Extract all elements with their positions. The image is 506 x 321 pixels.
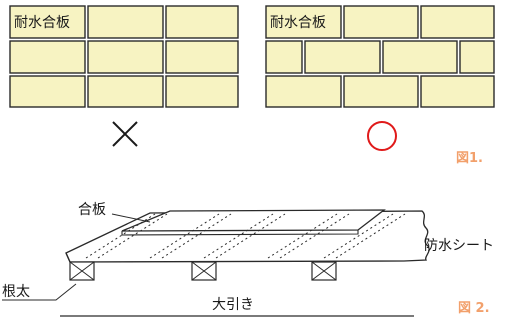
floor-section-diagram	[2, 209, 430, 317]
plywood-panel	[265, 75, 342, 108]
panel-grid-staggered: 耐水合板	[265, 5, 495, 108]
plywood-panel	[165, 40, 239, 74]
panel-label-left: 耐水合板	[14, 15, 70, 31]
plywood-panel	[382, 40, 458, 74]
panel-row-3	[265, 75, 495, 108]
plywood-panel	[265, 40, 303, 74]
plywood-panel	[343, 5, 419, 39]
joist-leader	[2, 283, 77, 301]
panel-grid-aligned: 耐水合板	[9, 5, 239, 108]
plywood-panel	[420, 75, 495, 108]
joist-label: 根太	[2, 284, 30, 300]
plywood-panel	[87, 75, 164, 108]
panel-row-2	[265, 40, 495, 74]
panel-row-1	[265, 5, 495, 39]
joist-1	[69, 261, 95, 281]
plywood-panel	[165, 75, 239, 108]
plywood-panel	[165, 5, 239, 39]
plywood-panel	[87, 5, 164, 39]
plywood-panel	[420, 5, 495, 39]
beam-label: 大引き	[212, 297, 254, 313]
joist-hidden-lines	[85, 213, 406, 259]
correct-mark-icon	[367, 121, 397, 151]
wrong-mark-icon	[112, 121, 138, 147]
plywood-leader	[111, 213, 151, 223]
plywood-panel	[459, 40, 495, 74]
panel-row-1	[9, 5, 239, 39]
waterproof-sheet-label: 防水シート	[424, 238, 494, 254]
panel-label-right: 耐水合板	[270, 15, 326, 31]
plywood-panel	[87, 40, 164, 74]
joist-3	[311, 261, 337, 281]
plywood-panel	[265, 5, 342, 39]
plywood-label: 合板	[78, 202, 106, 218]
figure1-caption: 図1.	[456, 151, 483, 166]
panel-row-3	[9, 75, 239, 108]
plywood-sheet	[121, 209, 386, 236]
panel-row-2	[9, 40, 239, 74]
plywood-panel	[343, 75, 419, 108]
plywood-panel	[304, 40, 381, 74]
plywood-panel	[9, 5, 86, 39]
joist-2	[191, 261, 217, 281]
plywood-panel	[9, 75, 86, 108]
plywood-panel	[9, 40, 86, 74]
figure2-caption: 図 2.	[458, 301, 490, 316]
